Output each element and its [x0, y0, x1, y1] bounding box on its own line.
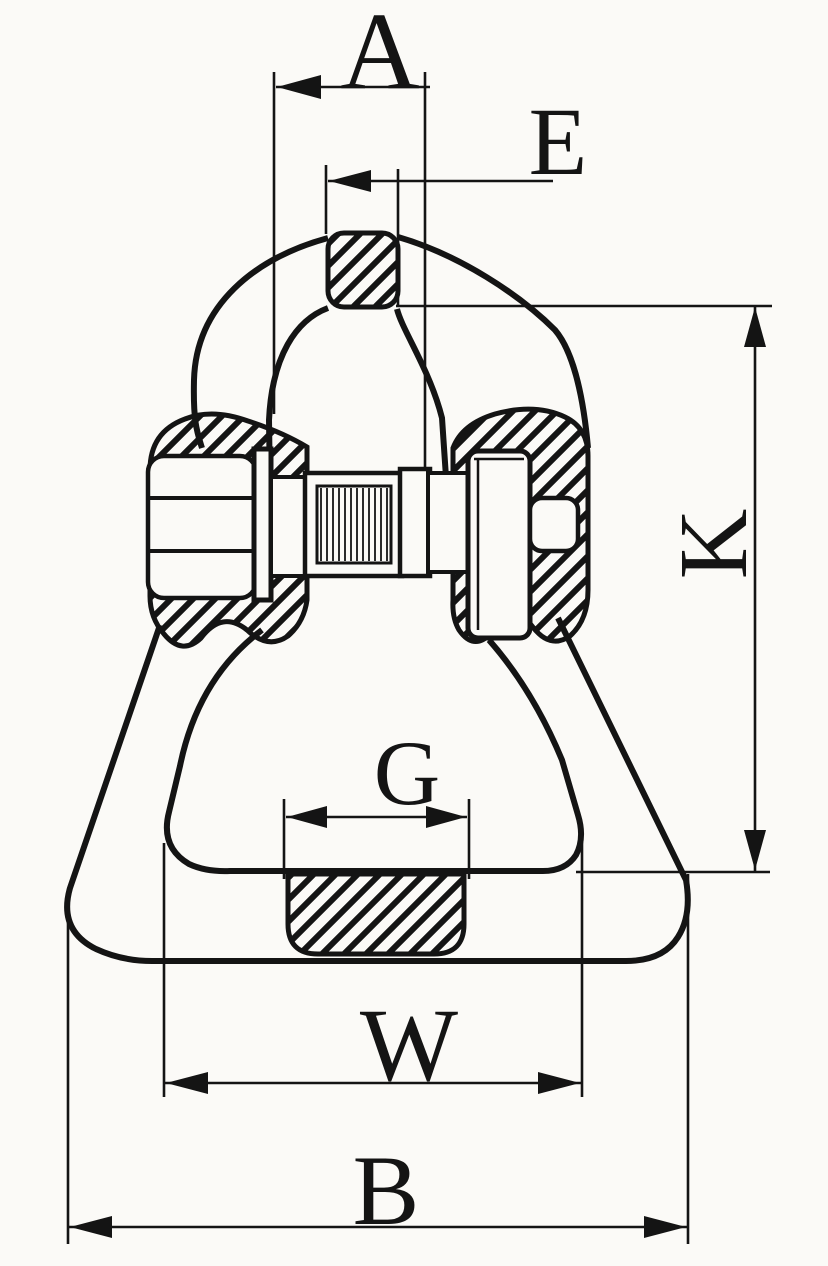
- bow-outer-right-outline: [397, 234, 591, 449]
- bolt-tip: [527, 495, 581, 554]
- dimension-label-b: B: [353, 1135, 420, 1246]
- triangle-body: [64, 616, 691, 964]
- a-arrowhead-left: [277, 75, 321, 99]
- dimension-w: W: [162, 830, 584, 1103]
- b-arrowhead-right: [644, 1216, 686, 1238]
- body-outer-outline: [64, 616, 691, 964]
- dimension-label-e: E: [529, 88, 588, 195]
- bow-inner-left-outline: [265, 305, 330, 491]
- bolt-assembly: [145, 446, 581, 641]
- bow-inner-right-outline: [394, 308, 450, 493]
- bottom-bar-cross-section-hatch: [285, 871, 467, 957]
- e-arrowhead-left: [329, 170, 371, 192]
- bolt-shaft: [426, 471, 472, 574]
- dimension-a: A: [272, 0, 430, 468]
- k-arrowhead-top: [744, 307, 766, 347]
- w-arrowhead-left: [166, 1072, 208, 1094]
- top-cross-section-hatch: [325, 230, 401, 310]
- b-arrowhead-left: [70, 1216, 112, 1238]
- thread-lines: [320, 488, 388, 561]
- hex-nut: [145, 453, 259, 601]
- washer: [251, 446, 274, 603]
- dimension-b: B: [66, 874, 690, 1246]
- g-arrowhead-left: [287, 806, 327, 828]
- dimension-label-a: A: [340, 0, 419, 112]
- dimension-label-g: G: [374, 722, 440, 824]
- bolt-collar: [397, 466, 433, 579]
- dimension-label-w: W: [360, 988, 458, 1103]
- dimension-label-k: K: [660, 509, 768, 580]
- dimension-g: G: [282, 722, 471, 879]
- dimension-k: K: [660, 306, 768, 871]
- thread-section: [315, 484, 393, 565]
- bolt-shank: [269, 475, 309, 578]
- body-inner-outline: [163, 627, 584, 875]
- k-arrowhead-bottom: [744, 830, 766, 870]
- w-arrowhead-right: [538, 1072, 580, 1094]
- g-arrowhead-right: [426, 806, 466, 828]
- dimension-e: E: [324, 88, 588, 306]
